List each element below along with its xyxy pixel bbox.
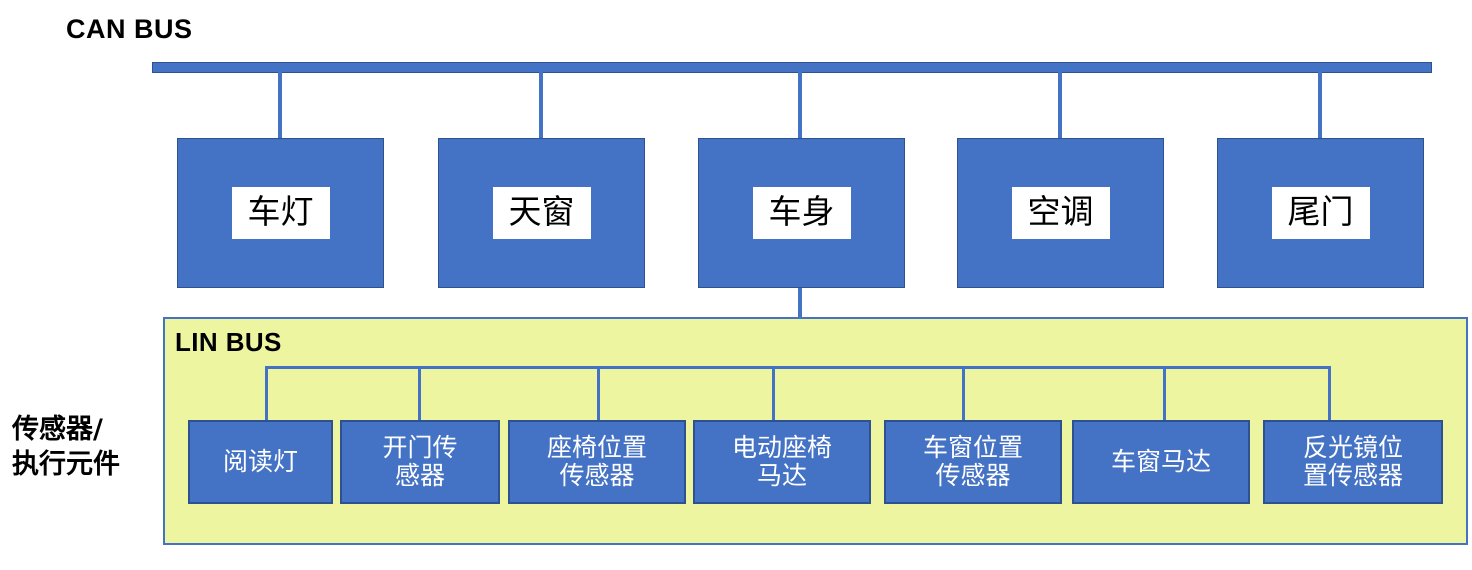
lin-node-power-seat-motor-label: 电动座椅 马达 (728, 434, 836, 490)
can-bus-title: CAN BUS (66, 14, 193, 44)
can-drop-line-sunroof (539, 72, 543, 138)
lin-node-door-open-sensor-label: 开门传 感器 (378, 434, 461, 490)
can-drop-line-body (798, 72, 802, 138)
can-node-sunroof[interactable]: 天窗 (438, 138, 645, 288)
lin-node-window-motor-label: 车窗马达 (1107, 448, 1215, 476)
lin-bus-backbone (265, 366, 1331, 369)
lin-node-door-open-sensor[interactable]: 开门传 感器 (340, 420, 500, 504)
can-node-air-conditioning[interactable]: 空调 (957, 138, 1164, 288)
lin-drop-line-door-open-sensor (418, 366, 421, 420)
text-line: 传感器 (559, 461, 635, 490)
lin-node-window-position-sensor[interactable]: 车窗位置 传感器 (884, 420, 1062, 504)
lin-bus-title: LIN BUS (175, 327, 282, 357)
can-drop-line-headlight (278, 72, 282, 138)
text-line: 反光镜位 (1302, 433, 1403, 462)
lin-drop-line-seat-position-sensor (597, 366, 600, 420)
lin-node-reading-light-label: 阅读灯 (219, 448, 302, 476)
lin-node-power-seat-motor[interactable]: 电动座椅 马达 (693, 420, 871, 504)
can-bus-backbone (152, 62, 1432, 73)
lin-node-mirror-position-sensor[interactable]: 反光镜位 置传感器 (1263, 420, 1443, 504)
lin-node-seat-position-sensor[interactable]: 座椅位置 传感器 (508, 420, 686, 504)
text-line: 电动座椅 (731, 433, 832, 462)
text-line: 感器 (394, 461, 445, 490)
can-node-body[interactable]: 车身 (698, 138, 905, 288)
lin-node-reading-light[interactable]: 阅读灯 (188, 420, 333, 504)
sensors-actuators-caption: 传感器/ 执行元件 (12, 413, 158, 482)
lin-drop-line-power-seat-motor (772, 366, 775, 420)
text-line: 座椅位置 (546, 433, 647, 462)
can-node-body-label: 车身 (752, 186, 851, 240)
lin-node-window-motor[interactable]: 车窗马达 (1072, 420, 1250, 504)
caption-line-1: 传感器/ (12, 414, 103, 445)
lin-node-window-position-sensor-label: 车窗位置 传感器 (919, 434, 1027, 490)
can-node-air-conditioning-label: 空调 (1011, 186, 1110, 240)
can-drop-line-tailgate (1318, 72, 1322, 138)
lin-node-mirror-position-sensor-label: 反光镜位 置传感器 (1299, 434, 1407, 490)
can-node-tailgate[interactable]: 尾门 (1217, 138, 1424, 288)
can-drop-line-air-conditioning (1058, 72, 1062, 138)
text-line: 车窗位置 (922, 433, 1023, 462)
lin-node-seat-position-sensor-label: 座椅位置 传感器 (543, 434, 651, 490)
lin-drop-line-window-motor (1163, 366, 1166, 420)
text-line: 传感器 (935, 461, 1011, 490)
can-node-tailgate-label: 尾门 (1271, 186, 1370, 240)
lin-drop-line-window-position-sensor (962, 366, 965, 420)
lin-drop-line-reading-light (265, 366, 268, 420)
text-line: 开门传 (382, 433, 458, 462)
can-node-headlight[interactable]: 车灯 (177, 138, 384, 288)
lin-drop-line-mirror-position-sensor (1328, 366, 1331, 420)
caption-line-2: 执行元件 (12, 448, 120, 480)
can-node-headlight-label: 车灯 (231, 186, 330, 240)
text-line: 马达 (756, 461, 807, 490)
can-node-sunroof-label: 天窗 (492, 186, 591, 240)
text-line: 置传感器 (1302, 461, 1403, 490)
text-line: 车窗马达 (1110, 447, 1211, 476)
text-line: 阅读灯 (222, 447, 298, 476)
